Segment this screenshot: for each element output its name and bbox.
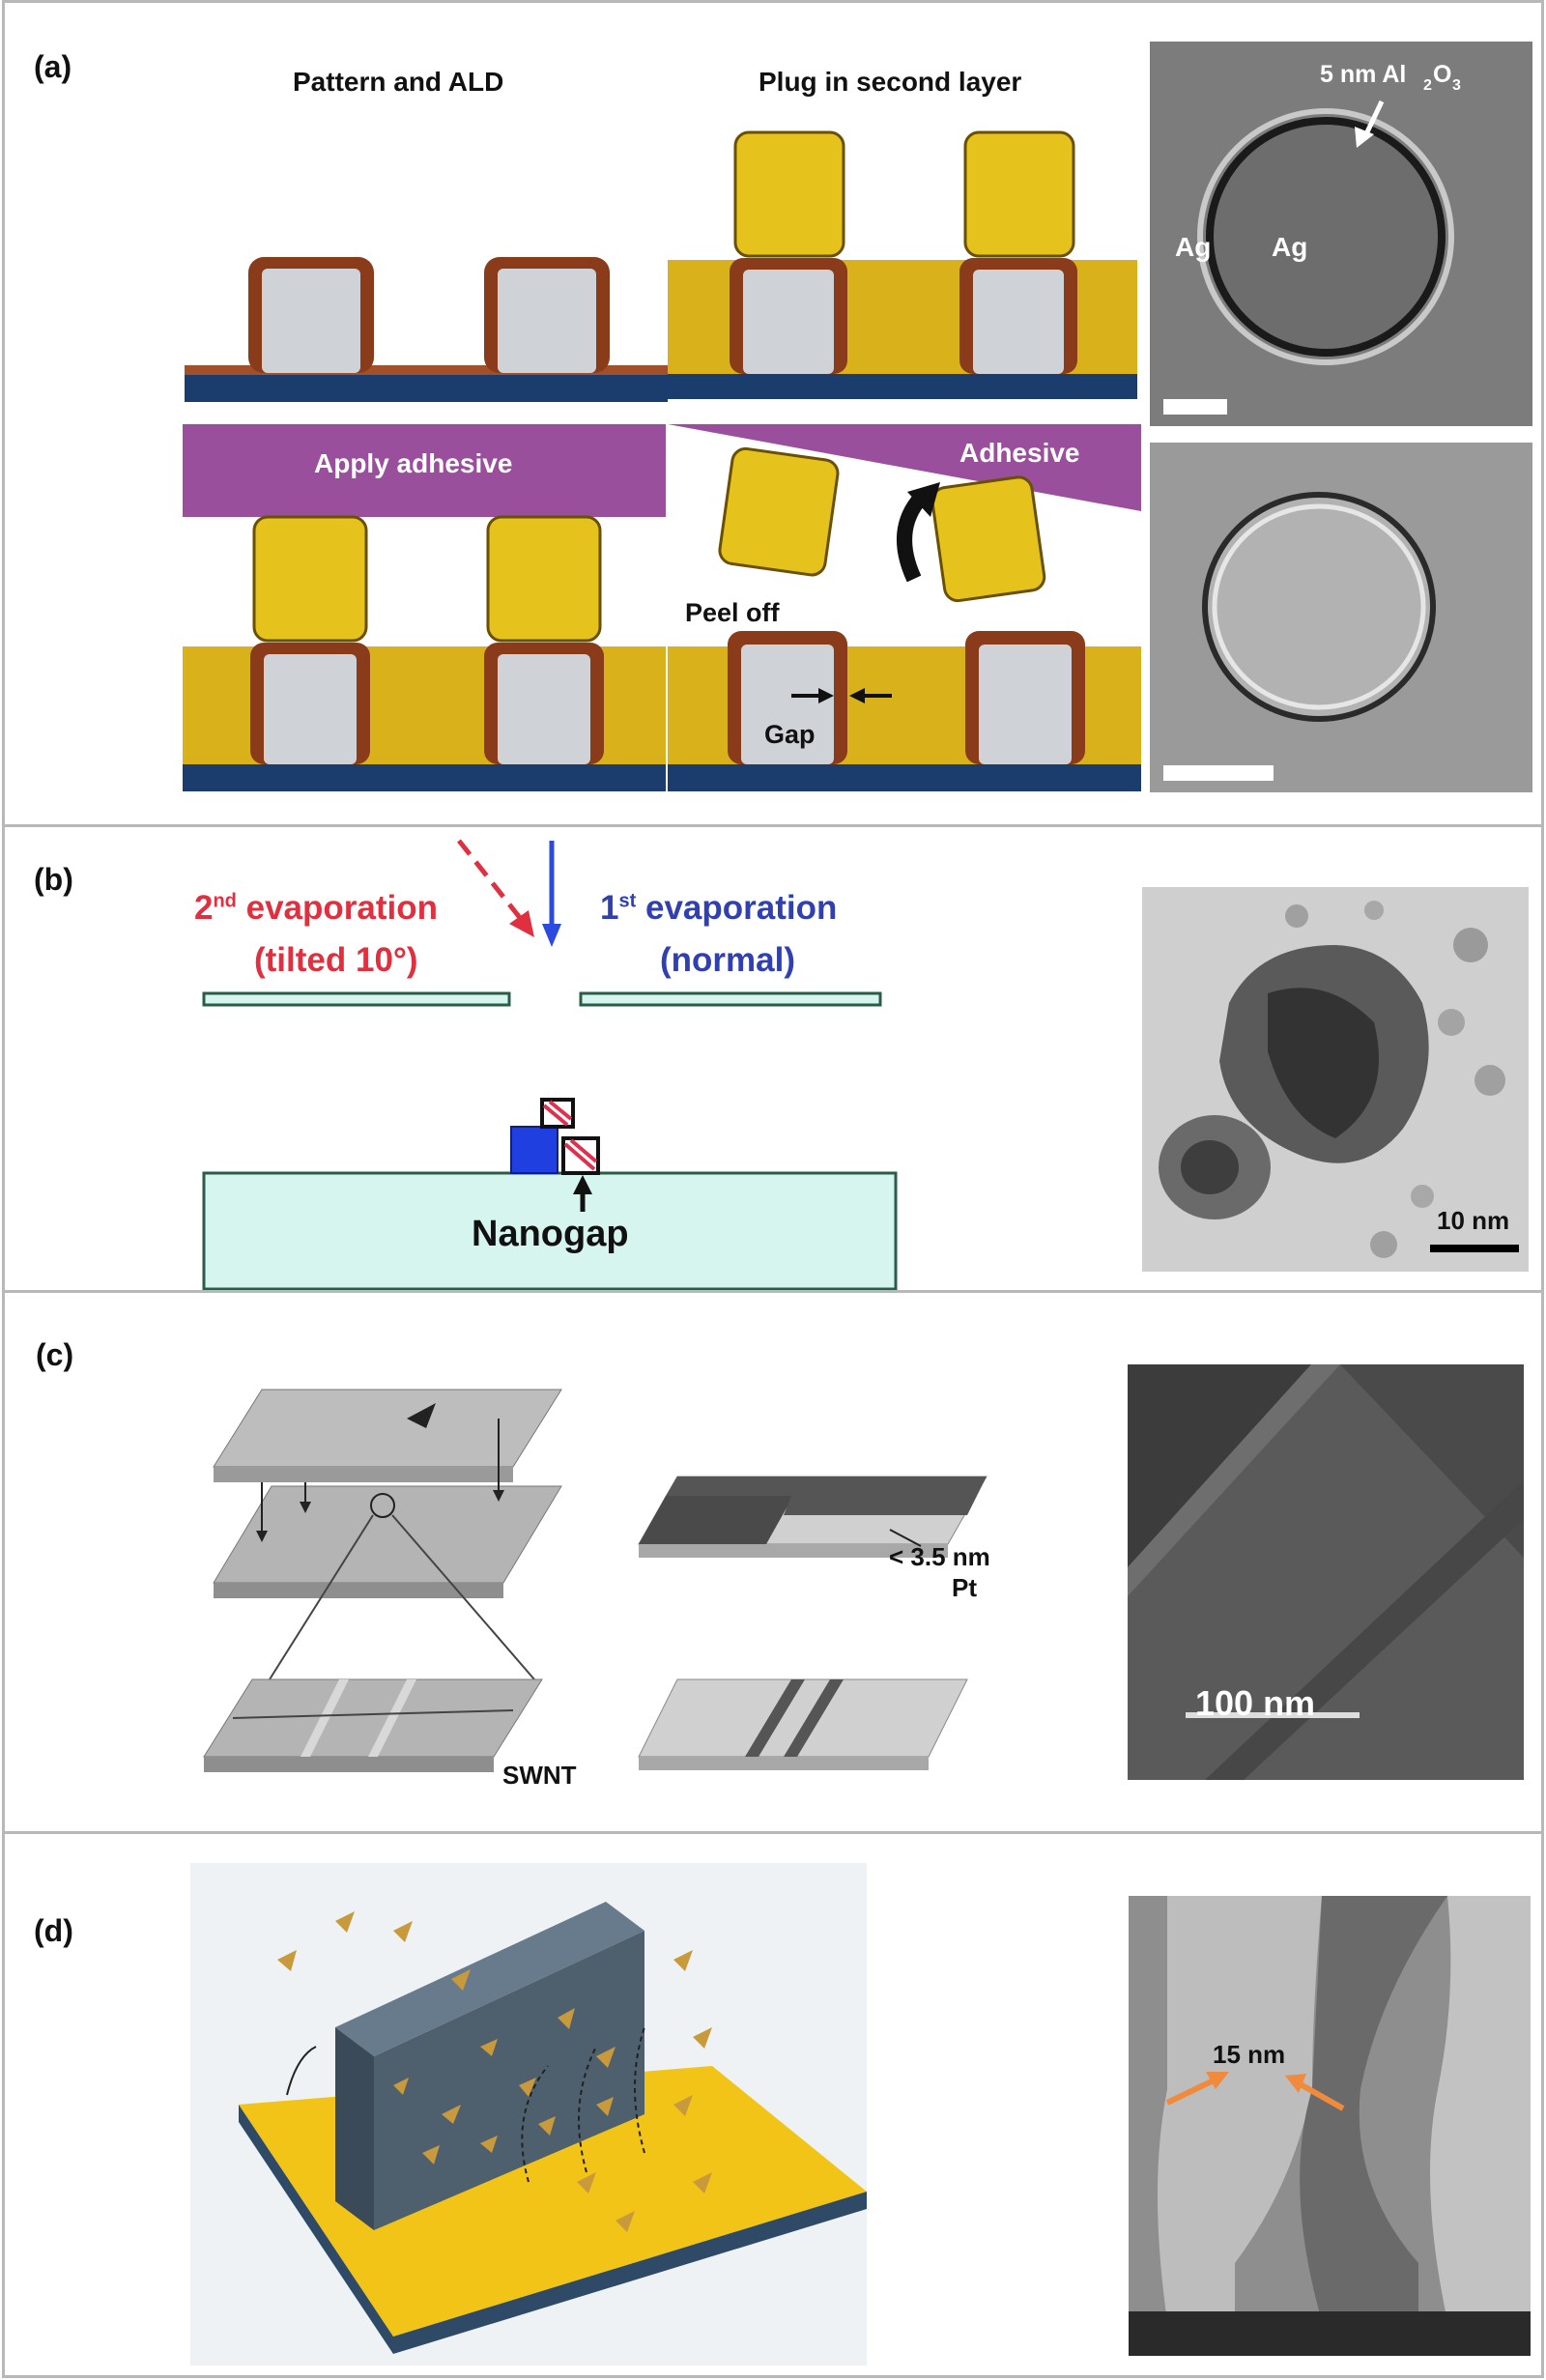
panel-b-label: (b) — [34, 862, 73, 897]
nanoparticle-deposition-illustration — [190, 1863, 867, 2366]
sem-c-scale-label: 100 nm — [1195, 1683, 1316, 1723]
apply-adhesive-label: Apply adhesive — [314, 448, 513, 478]
sem-image-ag-ring: 5 nm Al 2 O 3 Ag Ag — [1150, 42, 1532, 426]
al2o3-sub3: 3 — [1452, 77, 1461, 94]
gap-15nm-label: 15 nm — [1213, 2040, 1286, 2069]
panel-a: (a) Pattern and ALD Plug in second layer… — [2, 0, 1544, 827]
sem-image-15nm-gap — [1129, 1896, 1531, 2356]
first-evap-text: evaporation — [636, 889, 838, 927]
second-evaporation-tilt: (tilted 10°) — [254, 941, 418, 979]
first-evap-num: 1 — [600, 889, 619, 927]
sem-image-pt-nanogap — [1128, 1364, 1524, 1780]
gap-thickness-label: < 3.5 nm — [889, 1542, 990, 1571]
nanogap-transfer-schematic — [203, 1389, 988, 1772]
step2-title: Plug in second layer — [759, 67, 1022, 97]
al2o3-label: 5 nm Al — [1320, 61, 1406, 88]
ag-left-label: Ag — [1175, 232, 1211, 262]
second-evap-sup: nd — [213, 890, 237, 912]
tem-image-nanoparticles — [1142, 887, 1529, 1272]
first-evaporation-label: 1st evaporation — [600, 889, 837, 928]
ag-right-label: Ag — [1272, 232, 1307, 262]
second-evap-num: 2 — [194, 889, 214, 927]
nanogap-label: Nanogap — [472, 1214, 629, 1254]
first-evaporation-normal: (normal) — [660, 941, 795, 979]
gap-label: Gap — [764, 720, 816, 749]
sem-image-ag-disk — [1150, 443, 1532, 792]
first-evap-sup: st — [618, 890, 637, 912]
al2o3-o: O — [1433, 61, 1451, 88]
second-layer-schematic — [668, 130, 1137, 399]
evaporation-schematic — [202, 839, 898, 1291]
peel-off-schematic — [668, 424, 1141, 791]
panel-b: (b) 2nd evaporation (tilted 10°) 1st eva… — [2, 824, 1544, 1293]
pt-label: Pt — [952, 1573, 977, 1602]
panel-c-label: (c) — [36, 1337, 74, 1372]
panel-d: (d) — [2, 1831, 1544, 2378]
second-evaporation-label: 2nd evaporation — [194, 889, 438, 928]
second-evap-text: evaporation — [236, 889, 439, 927]
panel-a-label: (a) — [34, 49, 72, 84]
apply-adhesive-schematic — [183, 424, 666, 791]
pattern-ald-schematic — [185, 257, 668, 402]
swnt-label: SWNT — [502, 1761, 577, 1790]
panel-d-label: (d) — [34, 1913, 73, 1948]
step1-title: Pattern and ALD — [293, 67, 504, 97]
al2o3-sub2: 2 — [1423, 77, 1432, 94]
adhesive-label: Adhesive — [959, 438, 1080, 468]
panel-c: (c) < 3.5 nm Pt SWNT — [2, 1290, 1544, 1834]
peel-off-label: Peel off — [685, 598, 780, 627]
tem-scale-label: 10 nm — [1437, 1206, 1510, 1235]
